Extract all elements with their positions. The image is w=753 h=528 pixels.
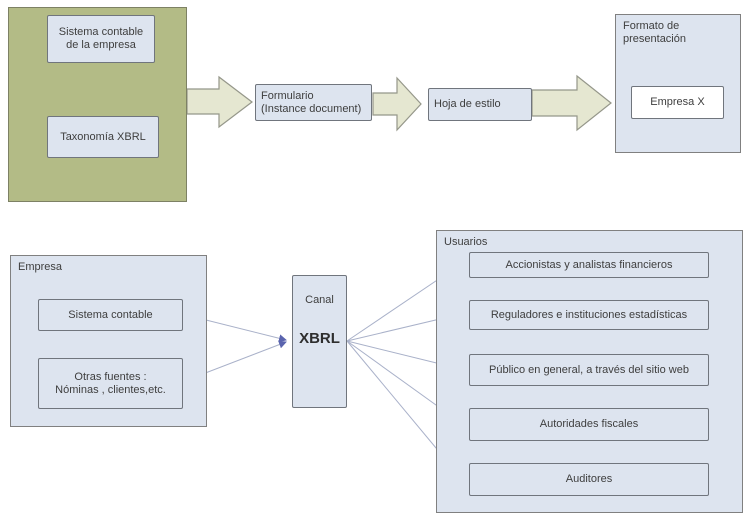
- company-panel-label: Empresa: [18, 261, 63, 273]
- instance-document-box: Formulario (Instance document): [255, 84, 372, 121]
- user-item-label: Accionistas y analistas financieros: [505, 258, 673, 271]
- other-sources-label: Otras fuentes : Nóminas , clientes,etc.: [55, 370, 166, 396]
- xbrl-channel-box: Canal XBRL: [292, 275, 347, 408]
- accounting-system-source-box: Sistema contable: [38, 299, 183, 331]
- user-item-label: Auditores: [565, 473, 613, 485]
- flow-arrow-1-icon: [186, 75, 253, 129]
- accounting-system-group: Sistema contable de la empresa Taxonomía…: [8, 7, 187, 202]
- user-item-regulators: Reguladores e instituciones estadísticas: [469, 300, 709, 330]
- xbrl-taxonomy-label: Taxonomía XBRL: [60, 130, 146, 143]
- company-x-label: Empresa X: [650, 96, 705, 108]
- company-accounting-system-box: Sistema contable de la empresa: [47, 15, 155, 63]
- instance-document-label: Formulario (Instance document): [261, 89, 362, 115]
- other-sources-box: Otras fuentes : Nóminas , clientes,etc.: [38, 358, 183, 409]
- company-x-box: Empresa X: [631, 86, 724, 119]
- company-panel: Empresa Sistema contable Otras fuentes :…: [10, 255, 207, 427]
- flow-arrow-2-icon: [372, 76, 422, 132]
- user-item-label: Público en general, a través del sitio w…: [489, 363, 689, 376]
- presentation-format-panel: Formato de presentación Empresa X: [615, 14, 741, 153]
- user-item-public: Público en general, a través del sitio w…: [469, 354, 709, 386]
- accounting-system-source-label: Sistema contable: [68, 308, 153, 321]
- user-item-tax-authorities: Autoridades fiscales: [469, 408, 709, 441]
- user-item-label: Reguladores e instituciones estadísticas: [490, 308, 688, 321]
- user-item-shareholders: Accionistas y analistas financieros: [469, 252, 709, 278]
- flow-arrow-3-icon: [531, 74, 612, 132]
- company-accounting-system-label: Sistema contable de la empresa: [58, 26, 144, 51]
- stylesheet-box: Hoja de estilo: [428, 88, 532, 121]
- presentation-format-label: Formato de presentación: [623, 20, 686, 45]
- xbrl-taxonomy-box: Taxonomía XBRL: [47, 116, 159, 158]
- users-panel-label: Usuarios: [444, 236, 488, 248]
- users-panel: Usuarios Accionistas y analistas financi…: [436, 230, 743, 513]
- channel-name: XBRL: [299, 330, 340, 347]
- user-item-auditors: Auditores: [469, 463, 709, 496]
- stylesheet-label: Hoja de estilo: [434, 98, 501, 110]
- channel-label: Canal: [305, 294, 334, 306]
- user-item-label: Autoridades fiscales: [539, 418, 639, 430]
